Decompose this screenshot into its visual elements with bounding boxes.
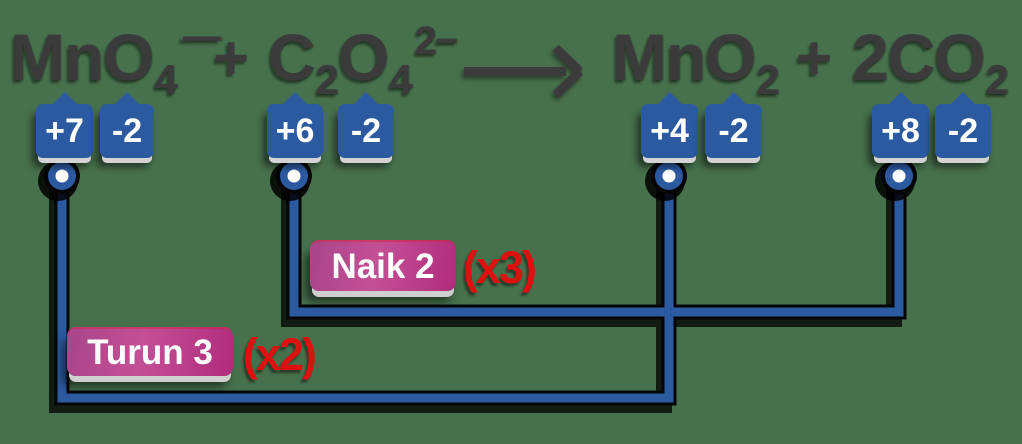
reduction-multiplier: (x2): [243, 329, 317, 380]
oxstate-badge-o-mno4: -2: [100, 104, 154, 158]
formula-2co2-subscript: 2: [985, 56, 1009, 103]
oxidation-line: [289, 176, 904, 317]
formula-mno2-base: MnO: [612, 20, 757, 94]
oxstate-value: +4: [650, 111, 689, 150]
oxstate-value: -2: [350, 111, 382, 150]
oxstate-value: +8: [881, 111, 920, 150]
reaction-arrow: [464, 44, 584, 99]
formula-c2o4-c: C: [268, 20, 316, 94]
oxstate-badge-c-reactant: +6: [267, 104, 323, 158]
oxstate-value: +7: [45, 111, 84, 150]
oxstate-value: -2: [947, 111, 979, 150]
junction-dot-c-reactant: [270, 158, 312, 201]
formula-mno4-base: MnO: [10, 20, 155, 94]
oxstate-badge-o-c2o4: -2: [338, 104, 394, 158]
reduction-label-pill: Turun 3: [67, 327, 233, 376]
formula-mno2-subscript: 2: [756, 56, 780, 103]
oxidation-label-text: Naik 2: [331, 246, 435, 286]
oxstate-badge-o-mno2: -2: [705, 104, 762, 158]
plus-sign-reactants: +: [213, 24, 250, 93]
formula-c2o4-charge: 2−: [414, 19, 459, 63]
oxstate-value: -2: [718, 111, 749, 150]
formula-mno4: MnO4−: [10, 19, 224, 101]
formula-2co2-base: 2CO: [852, 20, 986, 94]
junction-dot-mn-product: [645, 158, 687, 201]
plus-sign-products: +: [796, 24, 833, 93]
reaction-arrow-shaft: [464, 67, 566, 76]
formula-c2o4: C2O42−: [268, 19, 459, 101]
junction-dot-mn-reactant: [38, 158, 80, 201]
oxidation-label-pill: Naik 2: [310, 240, 456, 291]
oxstate-badge-mn-product: +4: [641, 104, 698, 158]
formula-2co2: 2CO2: [852, 24, 1009, 101]
formula-mno4-subscript: 4: [154, 56, 178, 103]
formula-c2o4-sub2: 4: [389, 56, 412, 103]
oxstate-badge-c-product: +8: [872, 104, 929, 158]
reduction-label-text: Turun 3: [87, 332, 213, 372]
oxidation-multiplier: (x3): [463, 242, 537, 293]
reduction-line: [57, 176, 674, 403]
oxstate-value: +6: [275, 111, 315, 150]
junction-dot-c-product: [875, 158, 917, 201]
oxstate-badge-o-co2: -2: [935, 104, 991, 158]
oxstate-badge-mn-reactant: +7: [36, 104, 93, 158]
formula-mno4-charge: −: [180, 17, 224, 61]
formula-mno2: MnO2: [612, 24, 780, 101]
formula-c2o4-o: O: [338, 20, 389, 94]
oxstate-value: -2: [111, 111, 143, 150]
formula-c2o4-sub1: 2: [315, 56, 339, 103]
